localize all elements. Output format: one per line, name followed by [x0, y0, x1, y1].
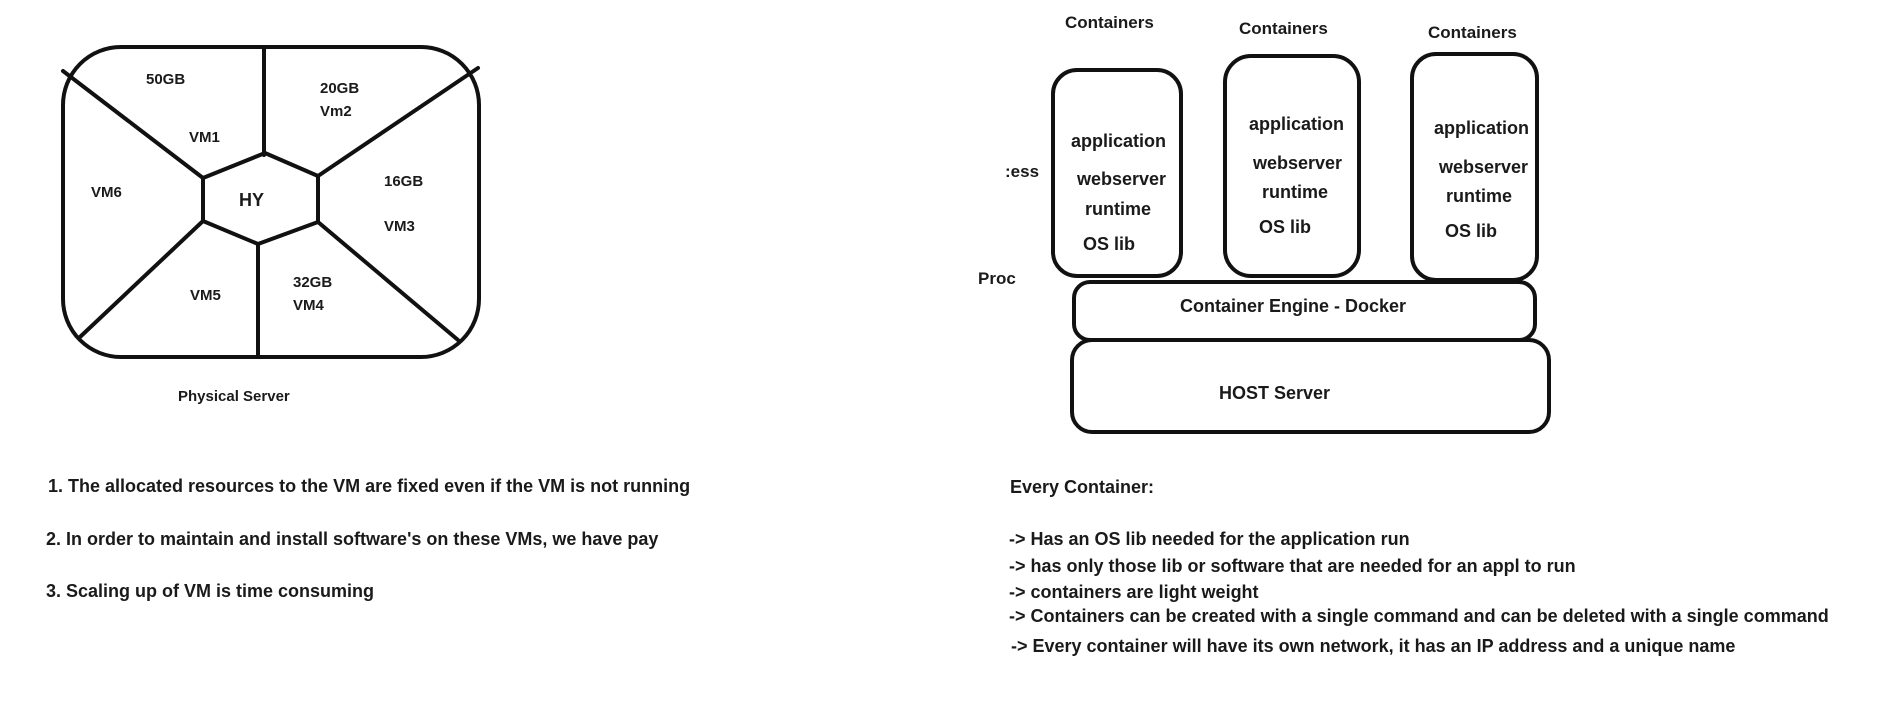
- container-heading: Containers: [1239, 19, 1328, 38]
- container-layer-application: application: [1434, 118, 1530, 138]
- vm4-label: VM4: [293, 297, 324, 314]
- container-layer-webserver: webserver: [1439, 157, 1529, 177]
- vm6-label: VM6: [91, 184, 122, 201]
- vm-divider: [78, 219, 205, 339]
- container-layer-runtime: runtime: [1085, 199, 1152, 219]
- physical-server-caption: Physical Server: [178, 388, 290, 405]
- container-note: -> has only those lib or software that a…: [1009, 556, 1576, 576]
- container-heading: Containers: [1065, 13, 1154, 32]
- host-server-label: HOST Server: [1219, 383, 1331, 403]
- vm2-size-label: 20GB: [320, 80, 360, 97]
- partial-label-bottom: Proc: [978, 269, 1016, 288]
- container-note: -> containers are light weight: [1009, 582, 1259, 602]
- container-layer-os-lib: OS lib: [1083, 234, 1136, 254]
- container-layer-application: application: [1249, 114, 1345, 134]
- container-layer-application: application: [1071, 131, 1167, 151]
- container-layer-os-lib: OS lib: [1259, 217, 1312, 237]
- container-box: [1051, 68, 1183, 278]
- vm4-size-label: 32GB: [293, 274, 333, 291]
- container-layer-runtime: runtime: [1262, 182, 1329, 202]
- vm1-size-label: 50GB: [146, 71, 186, 88]
- container-layer-webserver: webserver: [1253, 153, 1343, 173]
- vm5-label: VM5: [190, 287, 221, 304]
- vm-divider: [316, 220, 460, 342]
- host-server-box: [1070, 338, 1551, 434]
- container-notes-heading: Every Container:: [1010, 477, 1155, 497]
- container-heading: Containers: [1428, 23, 1517, 42]
- vm2-label: Vm2: [320, 103, 352, 120]
- container-note: -> Containers can be created with a sing…: [1009, 606, 1829, 626]
- vm-divider: [61, 69, 205, 180]
- partial-label-top: :ess: [1005, 162, 1040, 181]
- hypervisor-label: HY: [239, 190, 265, 210]
- vm1-label: VM1: [189, 129, 220, 146]
- container-note: -> Has an OS lib needed for the applicat…: [1009, 529, 1410, 549]
- container-layer-runtime: runtime: [1446, 186, 1513, 206]
- vm-note-2: 2. In order to maintain and install soft…: [46, 529, 659, 549]
- container-note: -> Every container will have its own net…: [1011, 636, 1736, 656]
- vm3-label: VM3: [384, 218, 415, 235]
- vm-note-3: 3. Scaling up of VM is time consuming: [46, 581, 375, 601]
- vm-divider: [316, 66, 480, 178]
- physical-server-outline: [61, 45, 481, 359]
- vm-note-1: 1. The allocated resources to the VM are…: [48, 476, 691, 496]
- container-layer-webserver: webserver: [1077, 169, 1167, 189]
- container-box: [1223, 54, 1361, 278]
- container-layer-os-lib: OS lib: [1445, 221, 1498, 241]
- vm3-size-label: 16GB: [384, 173, 424, 190]
- container-engine-label: Container Engine - Docker: [1180, 296, 1407, 316]
